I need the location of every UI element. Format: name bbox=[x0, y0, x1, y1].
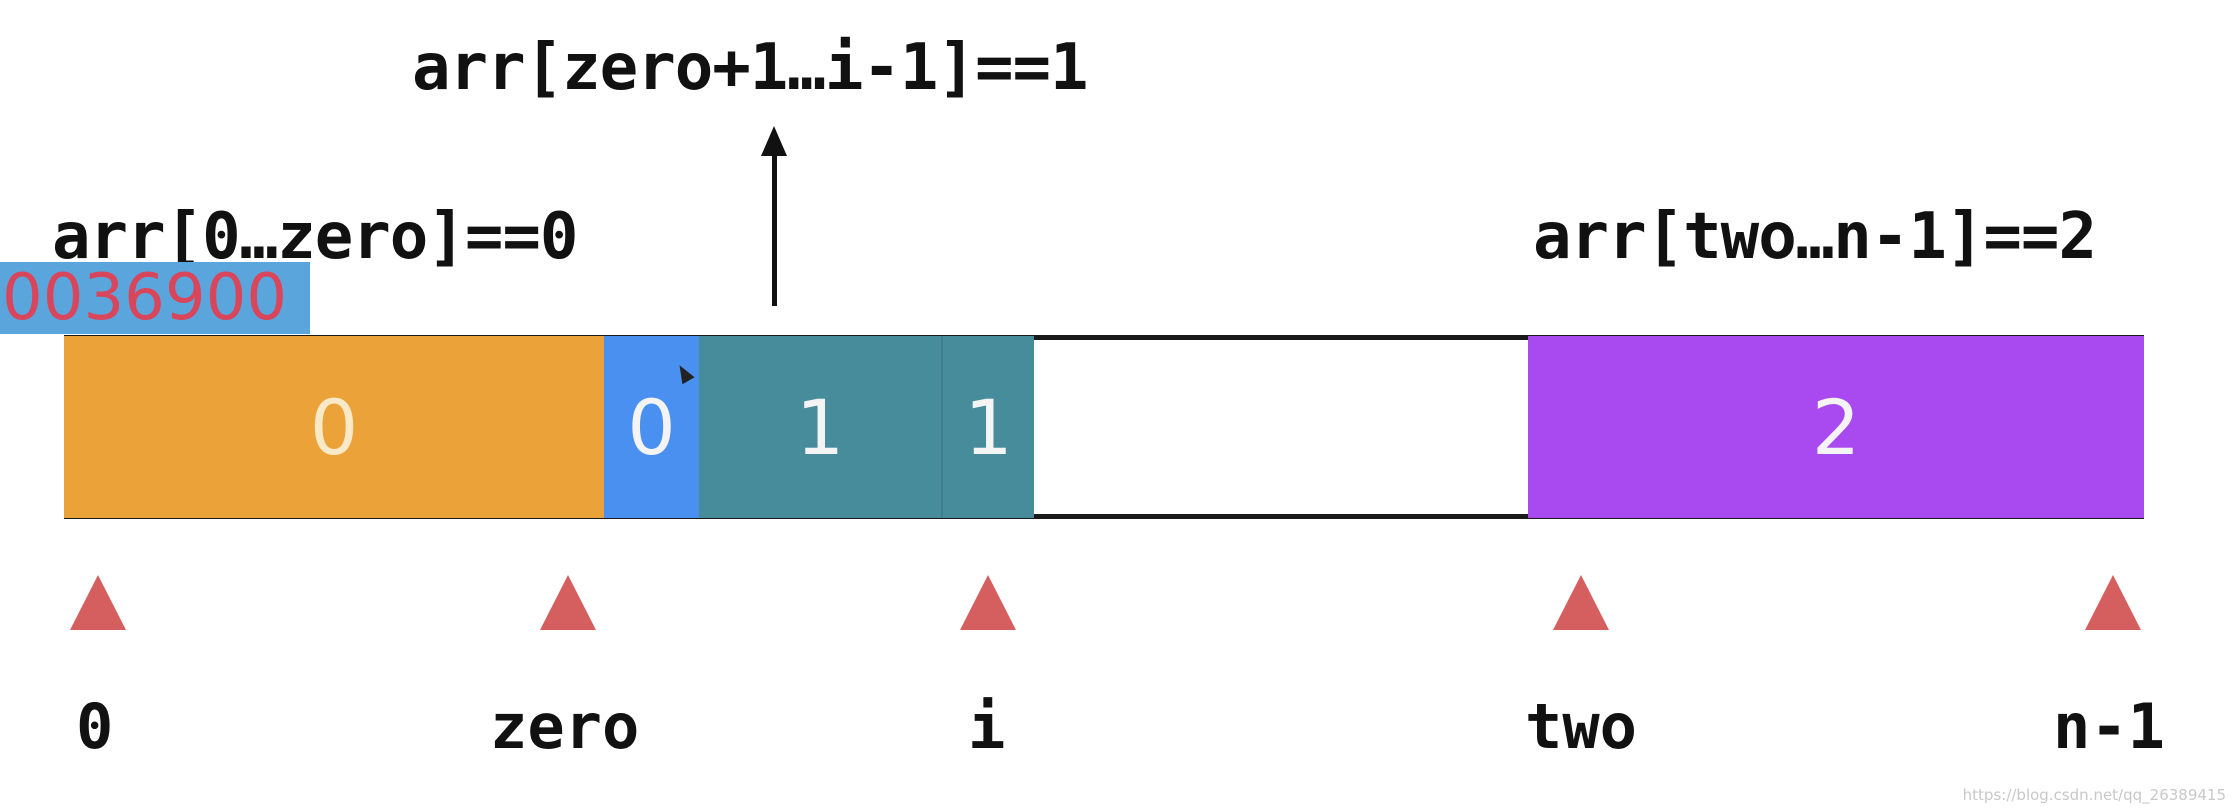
index-label-n-1: n-1 bbox=[2053, 690, 2165, 763]
segment-current-zero: 0 bbox=[604, 336, 699, 518]
marker-n-1-icon bbox=[2085, 575, 2141, 630]
index-label-two: two bbox=[1525, 690, 1637, 763]
marker-zero-icon bbox=[540, 575, 596, 630]
index-label-0: 0 bbox=[76, 690, 114, 763]
range-label-twos: arr[two…n-1]==2 bbox=[1533, 200, 2097, 274]
range-label-zeros: arr[0…zero]==0 bbox=[52, 200, 578, 274]
index-label-i: i bbox=[968, 690, 1006, 763]
watermark: https://blog.csdn.net/qq_26389415 bbox=[1962, 786, 2226, 804]
segment-ones: 1 bbox=[699, 336, 941, 518]
range-label-ones: arr[zero+1…i-1]==1 bbox=[412, 31, 1089, 105]
marker-i-icon bbox=[960, 575, 1016, 630]
selection-badge: 0036900 bbox=[0, 262, 310, 334]
index-label-zero: zero bbox=[490, 690, 640, 763]
marker-two-icon bbox=[1553, 575, 1609, 630]
segment-one-at-i: 1 bbox=[941, 336, 1034, 518]
up-arrow-shaft bbox=[772, 150, 777, 306]
marker-0-icon bbox=[70, 575, 126, 630]
array-bar-outline bbox=[64, 335, 2144, 519]
segment-zeros: 0 bbox=[64, 336, 604, 518]
segment-twos: 2 bbox=[1528, 336, 2144, 518]
